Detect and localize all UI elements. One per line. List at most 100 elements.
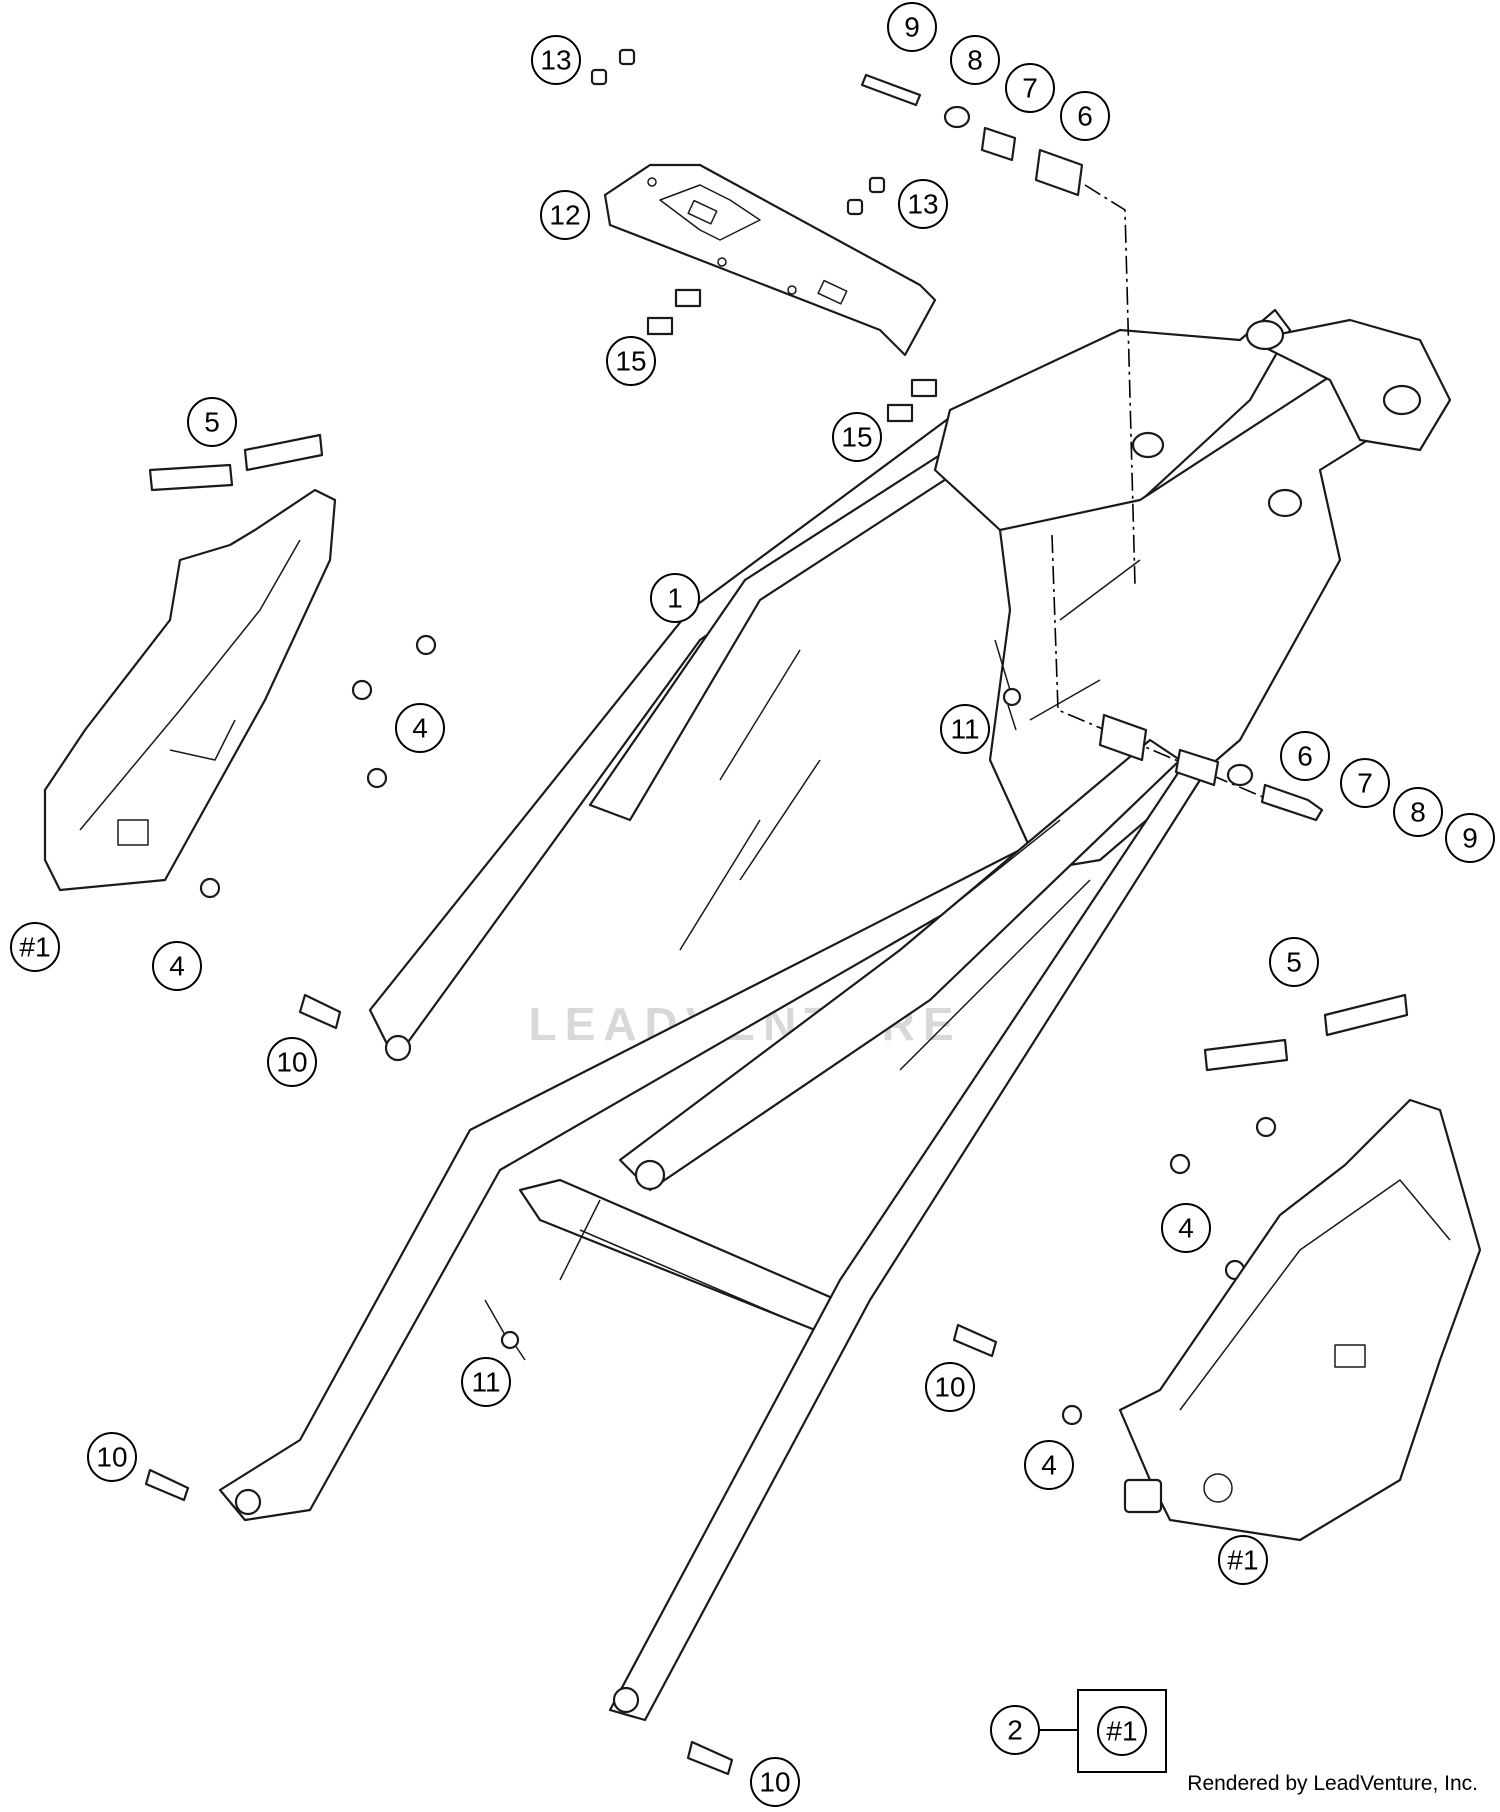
callout-11: 11 (461, 1357, 511, 1407)
left-side-cover (43, 433, 337, 892)
svg-text:11: 11 (471, 1367, 500, 1398)
callout-5: 5 (1269, 937, 1319, 987)
svg-text:4: 4 (1178, 1213, 1194, 1244)
svg-text:5: 5 (204, 407, 220, 438)
callout-10: 10 (750, 1757, 800, 1807)
callout-8: 8 (1393, 787, 1443, 837)
callout-15: 15 (606, 336, 656, 386)
screw-icon (366, 767, 388, 789)
callout-10: 10 (925, 1362, 975, 1412)
callout-5: 5 (187, 397, 237, 447)
bushing-icon (1098, 713, 1148, 762)
clip-nut-icon (646, 316, 674, 336)
callout-4: 4 (152, 941, 202, 991)
svg-text:13: 13 (907, 189, 938, 220)
svg-text:10: 10 (934, 1372, 965, 1403)
svg-text:9: 9 (1462, 823, 1478, 854)
svg-text:4: 4 (169, 951, 185, 982)
svg-text:4: 4 (412, 713, 428, 744)
washer-icon (943, 105, 971, 129)
svg-text:#1: #1 (1106, 1716, 1137, 1747)
washer-icon (1226, 763, 1254, 787)
callout-10: 10 (87, 1432, 137, 1482)
clip-strip-icon (1323, 993, 1409, 1037)
cable-tie-icon (484, 1299, 526, 1361)
svg-text:5: 5 (1286, 947, 1302, 978)
guide-line-upper (1084, 184, 1136, 586)
svg-text:#1: #1 (19, 932, 50, 963)
svg-text:11: 11 (950, 714, 979, 745)
clip-strip-icon (148, 463, 234, 492)
callout-8: 8 (950, 35, 1000, 85)
clip-strip-icon (1203, 1038, 1289, 1072)
screw-icon (351, 679, 373, 701)
svg-text:10: 10 (276, 1047, 307, 1078)
svg-text:12: 12 (549, 200, 580, 231)
callout-7: 7 (1340, 758, 1390, 808)
callout-11: 11 (940, 704, 990, 754)
svg-text:8: 8 (967, 45, 983, 76)
svg-text:#1: #1 (1227, 1545, 1258, 1576)
screw-icon (1061, 1404, 1083, 1426)
callout-1: 1 (650, 573, 700, 623)
svg-text:7: 7 (1357, 768, 1373, 799)
bolt-icon (1260, 783, 1324, 822)
callout-10: 10 (267, 1037, 317, 1087)
callout-4: 4 (1024, 1440, 1074, 1490)
svg-text:1: 1 (667, 583, 683, 614)
cable-tie-icon (1002, 687, 1022, 707)
callout-6: 6 (1280, 731, 1330, 781)
nut-icon (590, 68, 608, 86)
svg-text:4: 4 (1041, 1450, 1057, 1481)
callout-9: 9 (887, 2, 937, 52)
callout-2-reference-box: #1 (1077, 1689, 1167, 1773)
svg-text:13: 13 (540, 45, 571, 76)
cable-tie-icon (994, 639, 1017, 731)
svg-text:8: 8 (1410, 797, 1426, 828)
svg-text:9: 9 (904, 12, 920, 43)
callout-2: 2 (990, 1705, 1078, 1755)
callout-13: 13 (898, 179, 948, 229)
spacer-icon (1174, 748, 1220, 787)
nut-icon (618, 48, 636, 66)
hardware-pieces (144, 48, 1324, 1776)
bolt-icon (298, 993, 342, 1030)
credit-text: Rendered by LeadVenture, Inc. (1187, 1772, 1478, 1795)
screw-icon (1255, 1116, 1277, 1138)
svg-text:15: 15 (615, 346, 646, 377)
right-side-cover (1118, 993, 1482, 1542)
callout-7: 7 (1005, 63, 1055, 113)
svg-text:2: 2 (1007, 1715, 1023, 1746)
svg-text:10: 10 (759, 1767, 790, 1798)
svg-text:10: 10 (96, 1442, 127, 1473)
carrier-plate (603, 163, 937, 357)
bushing-icon (1034, 148, 1084, 197)
bolt-icon (860, 73, 922, 107)
screw-icon (199, 877, 221, 899)
clip-nut-icon (886, 403, 914, 423)
main-frame (218, 308, 1452, 1722)
callout-9: 9 (1445, 813, 1495, 863)
svg-text:6: 6 (1297, 741, 1313, 772)
callout-ref-1: #1 (10, 922, 60, 972)
nut-icon (846, 198, 864, 216)
svg-text:15: 15 (841, 422, 872, 453)
clip-nut-icon (910, 378, 938, 398)
screw-icon (415, 634, 437, 656)
cable-tie-icon (500, 1330, 520, 1350)
svg-text:7: 7 (1022, 73, 1038, 104)
spacer-icon (980, 126, 1017, 162)
svg-text:6: 6 (1077, 101, 1093, 132)
bolt-icon (686, 1740, 734, 1776)
callout-13: 13 (531, 35, 581, 85)
callout-6: 6 (1060, 91, 1110, 141)
bolt-icon (952, 1323, 998, 1358)
bolt-icon (144, 1468, 190, 1502)
callout-4: 4 (1161, 1203, 1211, 1253)
nut-icon (868, 176, 886, 194)
callout-4: 4 (395, 703, 445, 753)
clip-strip-icon (243, 433, 324, 472)
callout-ref-1: #1 (1218, 1535, 1268, 1585)
callout-15: 15 (832, 412, 882, 462)
